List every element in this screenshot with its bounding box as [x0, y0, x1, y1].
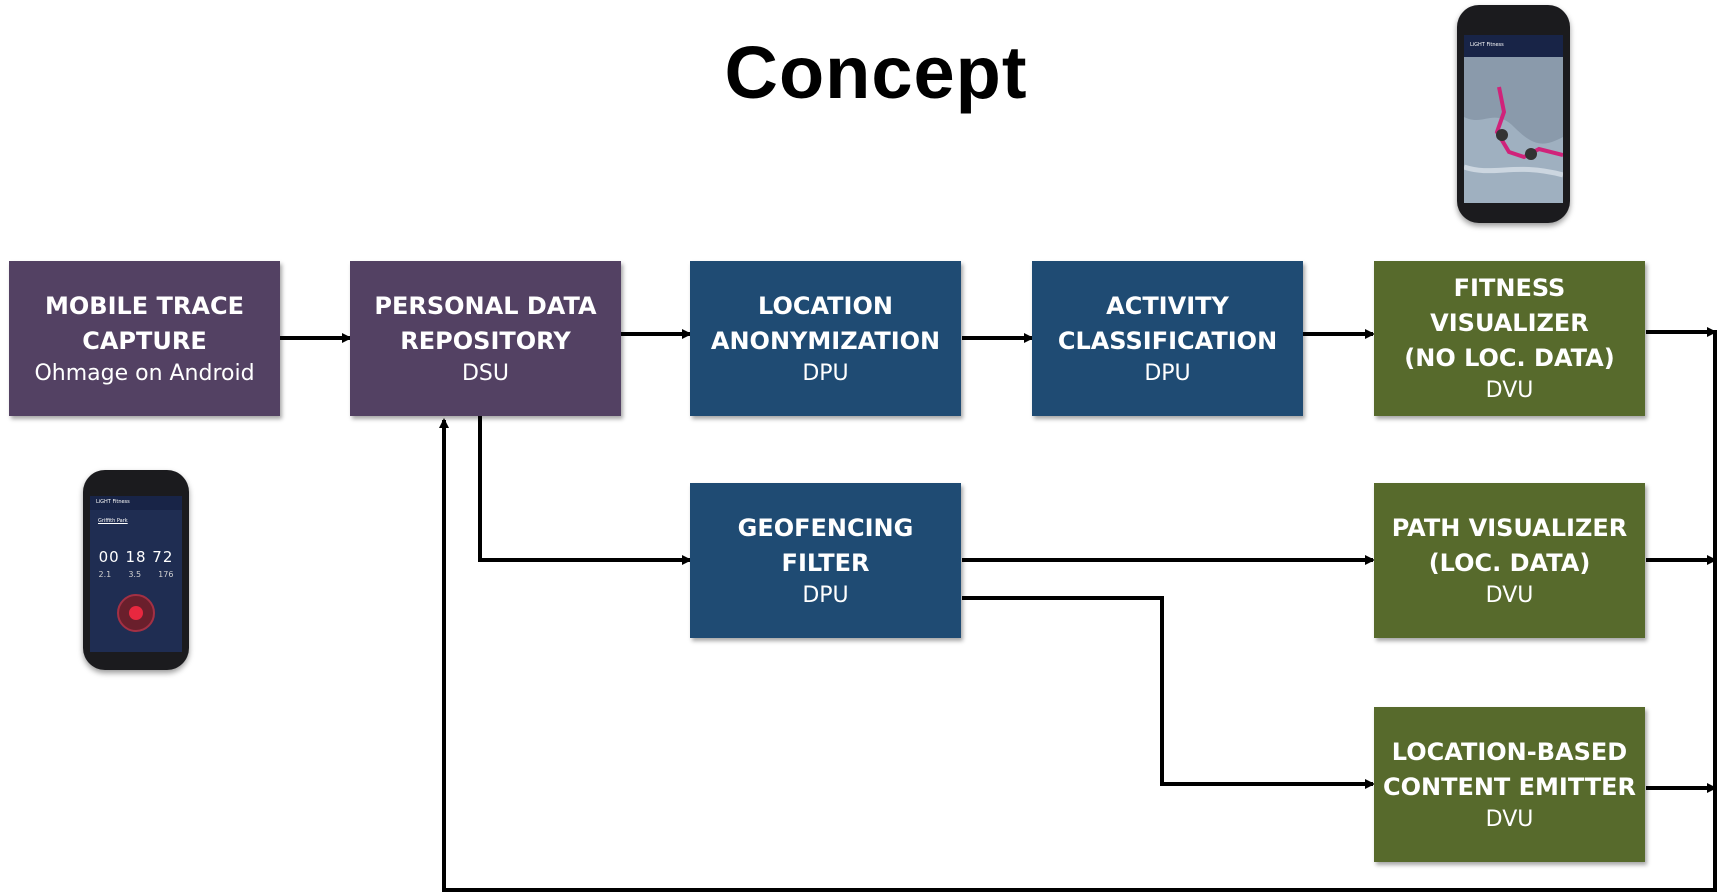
- fitness-visualizer-box: FITNESS VISUALIZER (NO LOC. DATA) DVU: [1374, 261, 1645, 416]
- box-subtitle: DSU: [461, 360, 509, 386]
- app-bar: LiGHT Fitness: [90, 496, 182, 510]
- stat-value: 176: [158, 570, 174, 579]
- box-subtitle: DPU: [802, 582, 849, 608]
- box-title: PATH VISUALIZER (LOC. DATA): [1391, 513, 1628, 577]
- timer-display: 00 18 72: [98, 548, 174, 566]
- box-subtitle: Ohmage on Android: [34, 360, 255, 386]
- location-based-content-emitter-box: LOCATION-BASED CONTENT EMITTER DVU: [1374, 707, 1645, 862]
- stat-value: 2.1: [98, 570, 112, 579]
- phone-map-image: LiGHT Fitness: [1457, 5, 1570, 223]
- box-title: ACTIVITY CLASSIFICATION: [1057, 291, 1278, 355]
- place-name: Griffith Park: [98, 518, 128, 524]
- stats-row: 2.1 3.5 176: [90, 570, 182, 579]
- box-subtitle: DVU: [1485, 378, 1534, 403]
- location-anonymization-box: LOCATION ANONYMIZATION DPU: [690, 261, 961, 416]
- app-title: LiGHT Fitness: [96, 499, 130, 505]
- phone-recorder-image: LiGHT Fitness Griffith Park 00 18 72 2.1…: [83, 470, 189, 670]
- box-subtitle: DVU: [1485, 806, 1534, 832]
- box-title: FITNESS VISUALIZER (NO LOC. DATA): [1404, 274, 1615, 372]
- personal-data-repository-box: PERSONAL DATA REPOSITORY DSU: [350, 261, 621, 416]
- box-title: GEOFENCING FILTER: [737, 513, 914, 577]
- map-route-icon: [1464, 57, 1563, 203]
- box-subtitle: DVU: [1485, 582, 1534, 608]
- phone-screen: LiGHT Fitness: [1464, 35, 1563, 203]
- arrow-repository-to-geofencing: [478, 416, 692, 565]
- app-title: LiGHT Fitness: [1470, 42, 1504, 48]
- stat-value: 3.5: [128, 570, 142, 579]
- activity-classification-box: ACTIVITY CLASSIFICATION DPU: [1032, 261, 1303, 416]
- box-title: MOBILE TRACE CAPTURE: [45, 291, 244, 355]
- page-title: Concept: [724, 31, 1028, 114]
- arrow-geofencing-to-emitter: [962, 596, 1375, 789]
- record-button-icon: [117, 594, 155, 632]
- path-visualizer-box: PATH VISUALIZER (LOC. DATA) DVU: [1374, 483, 1645, 638]
- phone-screen: LiGHT Fitness Griffith Park 00 18 72 2.1…: [90, 496, 182, 652]
- box-subtitle: DPU: [802, 360, 849, 386]
- mobile-trace-capture-box: MOBILE TRACE CAPTURE Ohmage on Android: [9, 261, 280, 416]
- geofencing-filter-box: GEOFENCING FILTER DPU: [690, 483, 961, 638]
- box-title: PERSONAL DATA REPOSITORY: [374, 291, 597, 355]
- box-subtitle: DPU: [1144, 360, 1191, 386]
- box-title: LOCATION-BASED CONTENT EMITTER: [1382, 737, 1637, 801]
- feedback-loop-line: [439, 330, 1717, 892]
- box-title: LOCATION ANONYMIZATION: [710, 291, 941, 355]
- app-bar: LiGHT Fitness: [1464, 35, 1563, 57]
